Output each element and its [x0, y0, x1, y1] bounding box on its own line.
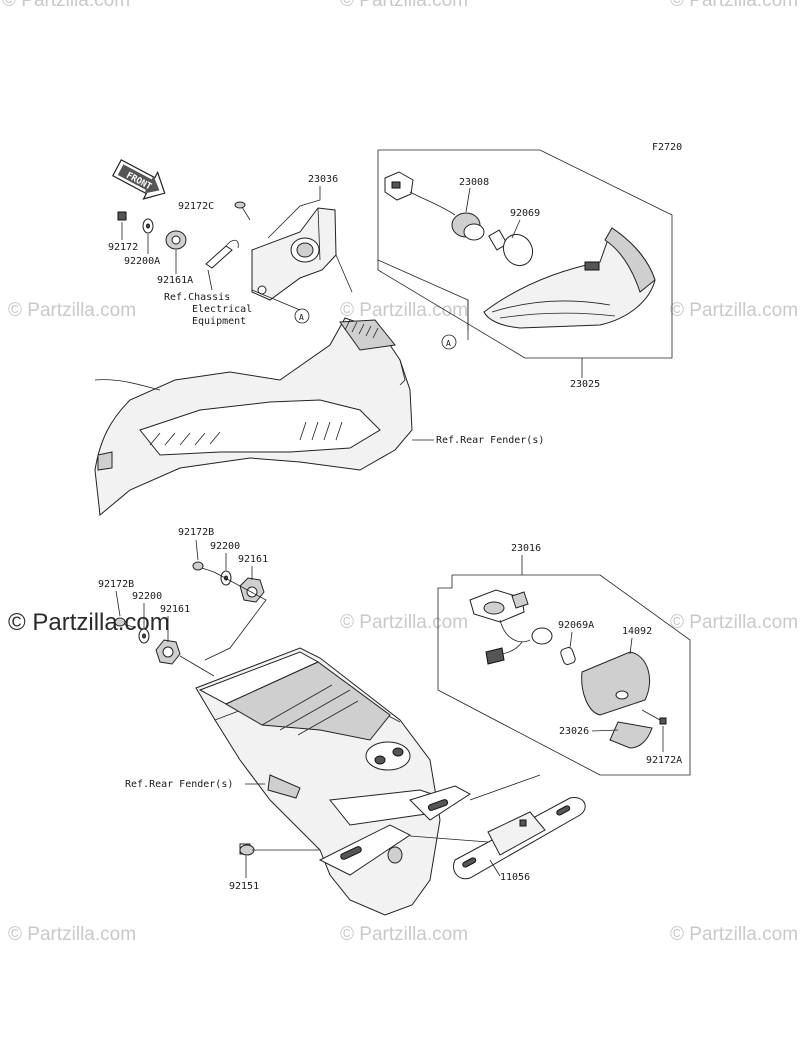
part-label-92172B-upper: 92172B: [178, 527, 214, 538]
pad-23026: [609, 721, 653, 749]
bolt-92151: [239, 844, 320, 856]
part-label-92200-lower: 92200: [132, 591, 162, 602]
bolt-92172: [117, 211, 127, 221]
ref-rear-fender-upper-label: Ref.Rear Fender(s): [436, 435, 544, 446]
part-label-92161-lower: 92161: [160, 604, 190, 615]
ref-chassis-line3: Equipment: [192, 316, 246, 327]
svg-text:A: A: [446, 339, 451, 348]
part-label-92200A: 92200A: [124, 256, 160, 267]
figure-code: F2720: [652, 142, 682, 153]
screw-92172A: [641, 709, 667, 725]
watermark: © Partzilla.com: [340, 612, 468, 633]
part-label-23036: 23036: [308, 174, 338, 185]
watermark: © Partzilla.com: [670, 612, 798, 633]
license-bracket-11056: [453, 797, 586, 880]
part-label-23025: 23025: [570, 379, 600, 390]
part-label-11056: 11056: [500, 872, 530, 883]
bulb-92069: [488, 229, 534, 267]
ref-rear-fender-lower-label: Ref.Rear Fender(s): [125, 779, 233, 790]
tail-light-group-box: [377, 149, 673, 359]
part-label-23008: 23008: [459, 177, 489, 188]
part-label-92151: 92151: [229, 881, 259, 892]
bulb-92069A: [560, 647, 576, 665]
watermark: © Partzilla.com: [2, 0, 130, 11]
bolt-92172B-lower: [114, 617, 137, 629]
callout-a-lower: A: [294, 308, 310, 324]
part-label-92069: 92069: [510, 208, 540, 219]
part-label-92172C: 92172C: [178, 201, 214, 212]
part-label-92161-upper: 92161: [238, 554, 268, 565]
watermark: © Partzilla.com: [670, 924, 798, 945]
lens-14092: [581, 651, 651, 716]
bracket-23036: [251, 207, 337, 301]
watermark: © Partzilla.com: [8, 300, 136, 321]
clip-wiring: [205, 239, 239, 269]
ref-chassis-line1: Ref.Chassis: [164, 292, 230, 303]
socket-23016: [469, 589, 553, 665]
watermark: © Partzilla.com: [340, 924, 468, 945]
part-label-23026: 23026: [559, 726, 589, 737]
tail-lamp-23025: [483, 227, 656, 329]
part-label-92161A: 92161A: [157, 275, 193, 286]
watermark: © Partzilla.com: [340, 0, 468, 11]
nut-92161-lower: [155, 639, 181, 665]
callout-a-upper: A: [441, 334, 457, 350]
washer-92200-lower: [138, 628, 150, 644]
part-label-92172B-lower: 92172B: [98, 579, 134, 590]
watermark: © Partzilla.com: [670, 300, 798, 321]
part-label-92069A: 92069A: [558, 620, 594, 631]
part-label-92172: 92172: [108, 242, 138, 253]
grommet-92161A: [165, 230, 187, 250]
watermark-layer: © Partzilla.com © Partzilla.com © Partzi…: [2, 0, 798, 945]
rear-fender-lower: [195, 647, 471, 916]
bolt-92172B-upper: [192, 561, 215, 573]
ref-chassis-line2: Electrical: [192, 304, 252, 315]
watermark: © Partzilla.com: [8, 924, 136, 945]
rear-fender-upper: [94, 317, 413, 516]
washer-92200-upper: [220, 570, 232, 586]
screw-92172C: [234, 201, 251, 221]
front-arrow-icon: FRONT: [112, 159, 166, 200]
washer-92200A: [142, 218, 154, 234]
nut-92161-upper: [239, 577, 265, 603]
watermark: © Partzilla.com: [670, 0, 798, 11]
part-label-23016: 23016: [511, 543, 541, 554]
part-label-92200-upper: 92200: [210, 541, 240, 552]
license-light-group-box: [437, 574, 691, 776]
part-label-92172A: 92172A: [646, 755, 682, 766]
svg-text:A: A: [299, 313, 304, 322]
socket-23008: [384, 171, 485, 241]
watermark: © Partzilla.com: [340, 300, 468, 321]
part-label-14092: 14092: [622, 626, 652, 637]
